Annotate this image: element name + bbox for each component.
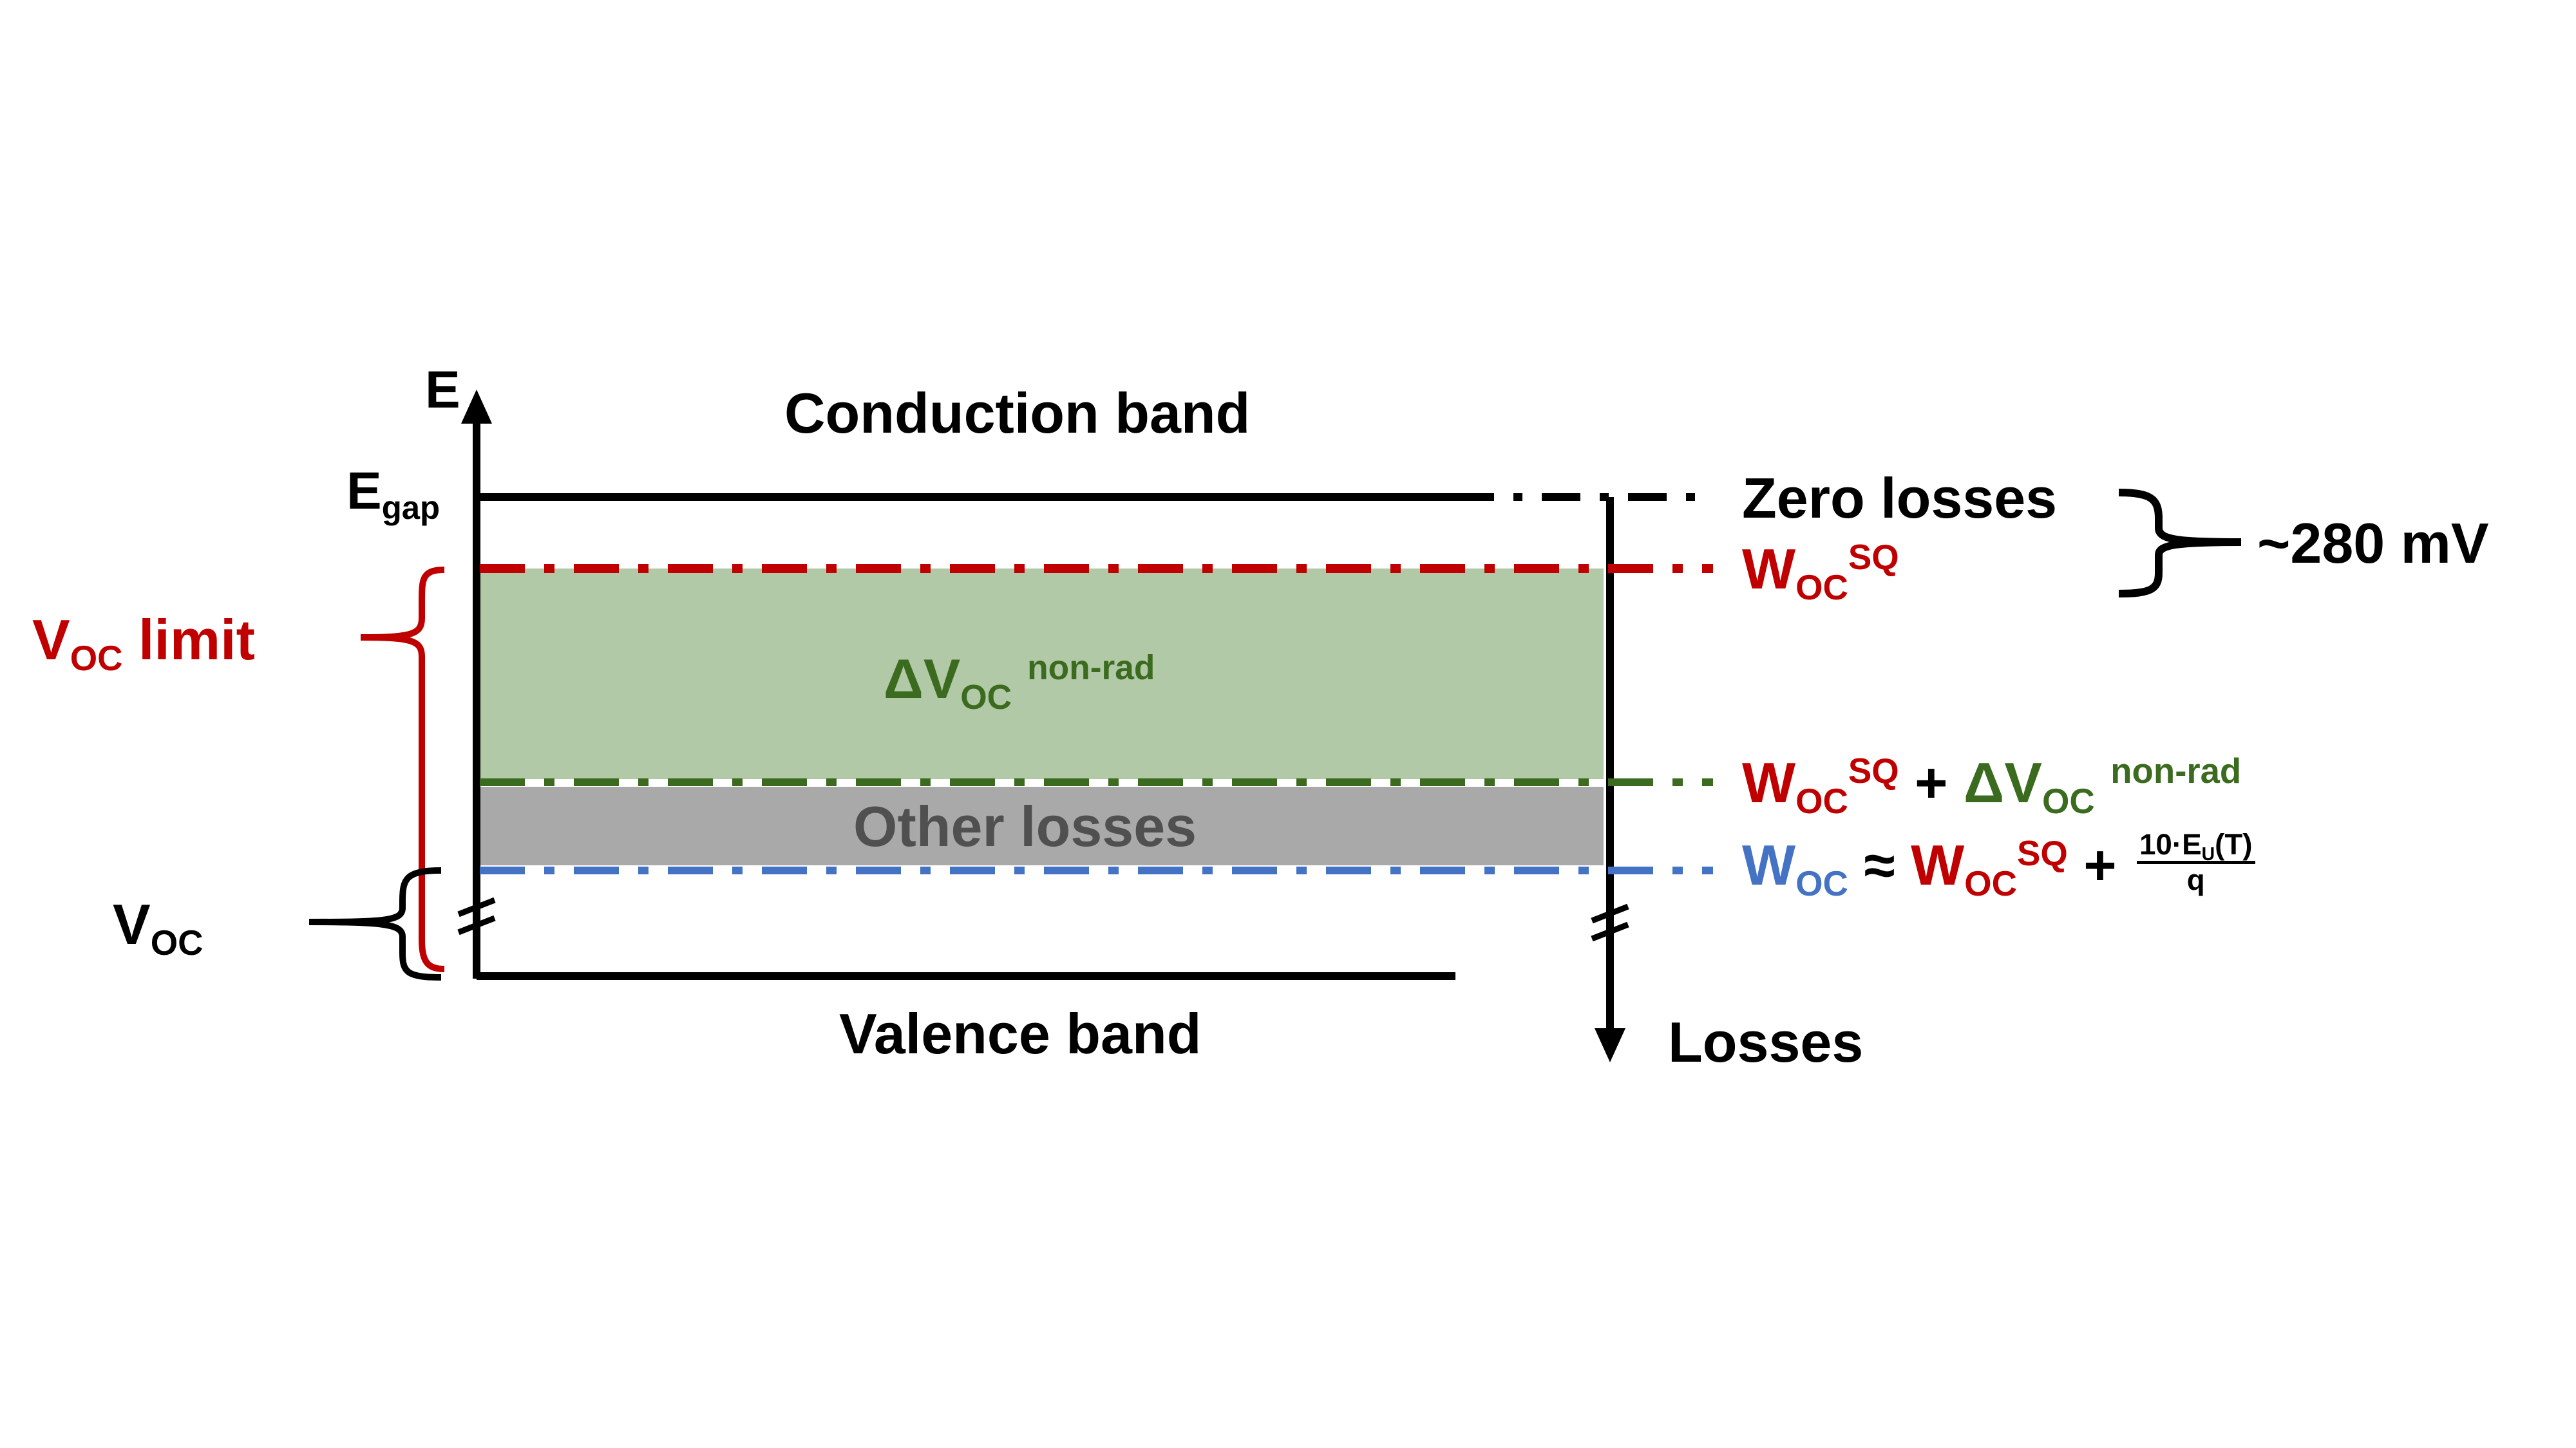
voc-main: V [113,892,151,956]
dv-oc: OC [2041,782,2095,822]
egap-main: E [346,462,382,520]
woc-sq-plus-nonrad-label: WOCSQ + ΔVOC non-rad [1742,753,2241,819]
egap-sub: gap [381,489,440,527]
delta-voc-nonrad-label: ΔVOC non-rad [884,648,1155,715]
losses-axis-break-mark [1591,903,1629,924]
axis-break-mark [457,915,496,936]
voc-limit-tail: limit [122,608,255,672]
voc-sub: OC [150,923,204,963]
voc-label: VOC [113,896,204,961]
voc-limit-brace [360,567,445,972]
other-losses-label: Other losses [853,795,1197,858]
nonrad-loss-region [480,569,1604,779]
losses-axis-arrow-icon [1595,1028,1625,1062]
voc-brace [308,867,442,981]
voc-limit-main: V [32,608,70,672]
delta-sub: OC [960,679,1012,717]
dv-main: ΔV [1964,751,2042,814]
energy-axis-label: E [425,361,460,419]
plus-sign: + [1915,751,1948,814]
delta-main: ΔV [884,648,961,710]
axis-break-mark [457,897,496,917]
woc-sq-sup: SQ [1848,538,1899,577]
approx-sign: ≈ [1864,833,1895,897]
mv-280-brace [2118,489,2242,597]
dv-nonrad: non-rad [2110,751,2242,791]
woc-sq-w: W [1742,537,1796,601]
other-losses-region [480,787,1604,865]
woc-sq-label: WOCSQ [1742,538,1899,605]
woc-blue-w: W [1742,833,1796,897]
voc-limit-sub: OC [70,639,123,679]
losses-axis-break-mark [1591,921,1629,942]
plus-sign-2: + [2083,833,2117,897]
voc-limit-label: VOC limit [32,612,255,677]
fraction-numerator: 10·EU(T) [2136,830,2255,864]
losses-axis-label: Losses [1668,1010,1864,1074]
energy-axis-arrow-icon [461,390,492,424]
woc-sq: SQ [1848,751,1899,791]
woc-red-oc: OC [1964,864,2017,904]
valence-band-label: Valence band [839,1002,1202,1066]
woc-oc: OC [1795,782,1848,822]
mv-280-label: ~280 mV [2257,511,2489,575]
urbach-fraction: 10·EU(T) q [2136,830,2255,896]
conduction-band-label: Conduction band [784,381,1251,445]
delta-sup: non-rad [1027,648,1155,687]
woc-red-sq: SQ [2016,834,2068,873]
woc-sq-oc: OC [1795,568,1848,608]
egap-label: Egap [346,462,440,525]
woc-red-w: W [1911,833,1965,897]
woc-approx-label: WOC ≈ WOCSQ + 10·EU(T) q [1742,830,2255,904]
fraction-denominator: q [2186,863,2205,896]
woc-blue-oc: OC [1795,864,1848,904]
woc-w: W [1742,751,1796,814]
zero-losses-label: Zero losses [1742,466,2058,530]
